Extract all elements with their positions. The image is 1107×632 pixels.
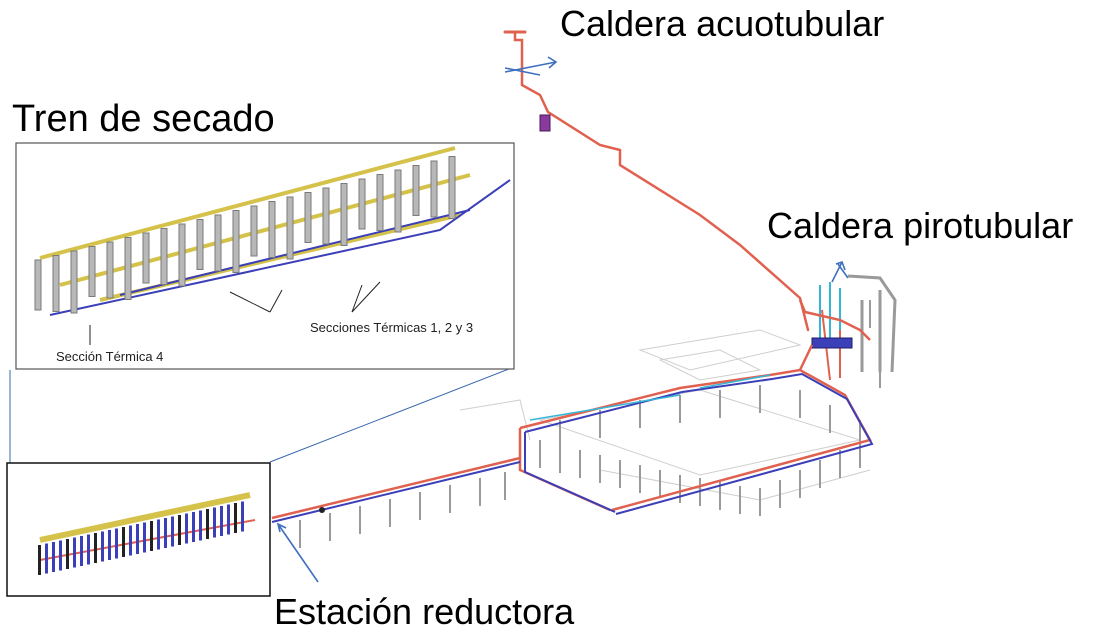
equipment-column bbox=[214, 214, 222, 272]
dryer-equipment-columns bbox=[34, 156, 456, 314]
equipment-column bbox=[70, 250, 78, 314]
main-steam-line bbox=[503, 30, 810, 332]
equipment-mark bbox=[129, 525, 132, 556]
flow-arrows bbox=[276, 56, 849, 583]
equipment-column bbox=[430, 160, 438, 218]
equipment-column bbox=[250, 205, 258, 257]
building-pipe-network bbox=[518, 344, 874, 515]
building-columns bbox=[299, 300, 881, 548]
secciones-termicas-label: Secciones Térmicas 1, 2 y 3 bbox=[310, 320, 474, 335]
equipment-mark bbox=[66, 539, 69, 569]
equipment-mark bbox=[52, 542, 55, 572]
caldera-pirotubular-label: Caldera pirotubular bbox=[767, 205, 1074, 246]
building-floor-outline bbox=[459, 329, 871, 501]
equipment-mark bbox=[199, 510, 202, 541]
equipment-column bbox=[34, 259, 42, 311]
equipment-mark bbox=[185, 513, 188, 544]
tren-de-secado-detail-view bbox=[15, 142, 515, 370]
equipment-column bbox=[358, 178, 366, 230]
tren-de-secado-label: Tren de secado bbox=[12, 98, 275, 140]
equipment-mark bbox=[178, 515, 181, 545]
equipment-column bbox=[232, 210, 240, 273]
equipment-column bbox=[448, 156, 456, 219]
equipment-column bbox=[142, 232, 150, 284]
equipment-column bbox=[394, 169, 402, 233]
equipment-mark bbox=[94, 533, 97, 563]
equipment-mark bbox=[59, 540, 62, 571]
equipment-column bbox=[178, 223, 186, 287]
equipment-mark bbox=[171, 516, 174, 547]
overview-equipment bbox=[38, 501, 244, 575]
equipment-mark bbox=[80, 536, 83, 566]
equipment-mark bbox=[241, 501, 244, 532]
equipment-mark bbox=[115, 528, 118, 559]
equipment-column bbox=[412, 165, 420, 216]
tren-de-secado-overview-box bbox=[6, 462, 271, 597]
estacion-reductora-label: Estación reductora bbox=[274, 591, 575, 632]
equipment-mark bbox=[73, 537, 76, 568]
equipment-mark bbox=[87, 534, 90, 565]
equipment-column bbox=[340, 183, 348, 246]
callout-lines bbox=[9, 366, 515, 464]
equipment-mark bbox=[101, 531, 104, 562]
equipment-mark bbox=[150, 521, 153, 551]
equipment-column bbox=[322, 187, 330, 245]
equipment-mark bbox=[157, 519, 160, 550]
equipment-column bbox=[88, 246, 96, 297]
seccion-termica-4-label: Sección Térmica 4 bbox=[56, 349, 164, 364]
caldera-acuotubular-label: Caldera acuotubular bbox=[560, 3, 885, 44]
corridor-pipe-to-reductora bbox=[271, 456, 521, 523]
equipment-mark bbox=[122, 527, 125, 557]
equipment-mark bbox=[227, 504, 230, 535]
equipment-mark bbox=[108, 530, 111, 560]
equipment-mark bbox=[38, 545, 41, 575]
equipment-mark bbox=[136, 524, 139, 554]
equipment-column bbox=[304, 192, 312, 243]
equipment-mark bbox=[164, 518, 167, 548]
equipment-mark bbox=[213, 507, 216, 538]
equipment-column bbox=[106, 241, 114, 299]
equipment-column bbox=[286, 196, 294, 260]
equipment-mark bbox=[220, 506, 223, 536]
equipment-column bbox=[196, 219, 204, 270]
equipment-column bbox=[268, 201, 276, 258]
equipment-mark bbox=[45, 543, 48, 574]
equipment-column bbox=[376, 174, 384, 231]
equipment-mark bbox=[206, 509, 209, 539]
equipment-column bbox=[52, 255, 60, 312]
equipment-column bbox=[160, 228, 168, 285]
equipment-mark bbox=[143, 522, 146, 553]
equipment-mark bbox=[234, 503, 237, 533]
equipment-mark bbox=[192, 512, 195, 542]
caldera-pirotubular-frame bbox=[798, 274, 897, 381]
equipment-column bbox=[124, 237, 132, 300]
